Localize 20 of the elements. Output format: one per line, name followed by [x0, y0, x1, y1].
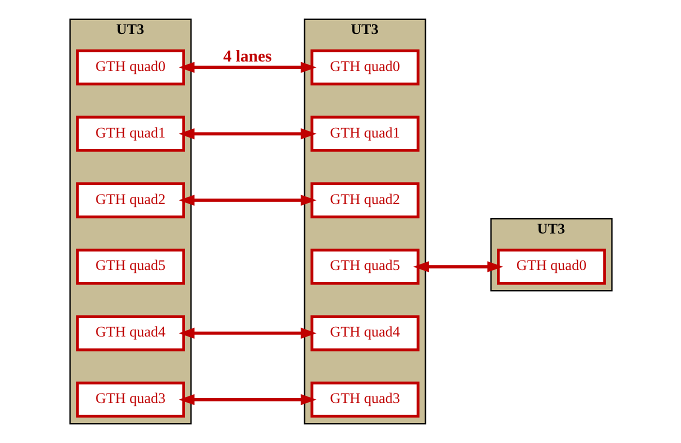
node-box: GTH quad2	[76, 182, 184, 218]
arrow	[178, 62, 316, 73]
node-box: GTH quad0	[496, 248, 606, 285]
node-box: GTH quad2	[310, 182, 419, 218]
node-box: GTH quad1	[310, 116, 419, 152]
arrow	[412, 261, 503, 272]
node-box: GTH quad1	[76, 116, 184, 152]
node-box: GTH quad5	[76, 248, 184, 285]
arrow	[178, 194, 316, 206]
arrow	[178, 328, 316, 339]
node-box: GTH quad4	[76, 315, 184, 352]
node-box: GTH quad3	[76, 382, 184, 418]
node-box: GTH quad0	[76, 49, 184, 86]
node-box: GTH quad0	[310, 49, 419, 86]
arrow	[178, 394, 316, 406]
edge-label: 4 lanes	[222, 46, 272, 66]
node-box: GTH quad3	[310, 382, 419, 418]
node-box: GTH quad4	[310, 315, 419, 352]
node-box: GTH quad5	[310, 248, 419, 285]
arrow	[178, 128, 316, 140]
